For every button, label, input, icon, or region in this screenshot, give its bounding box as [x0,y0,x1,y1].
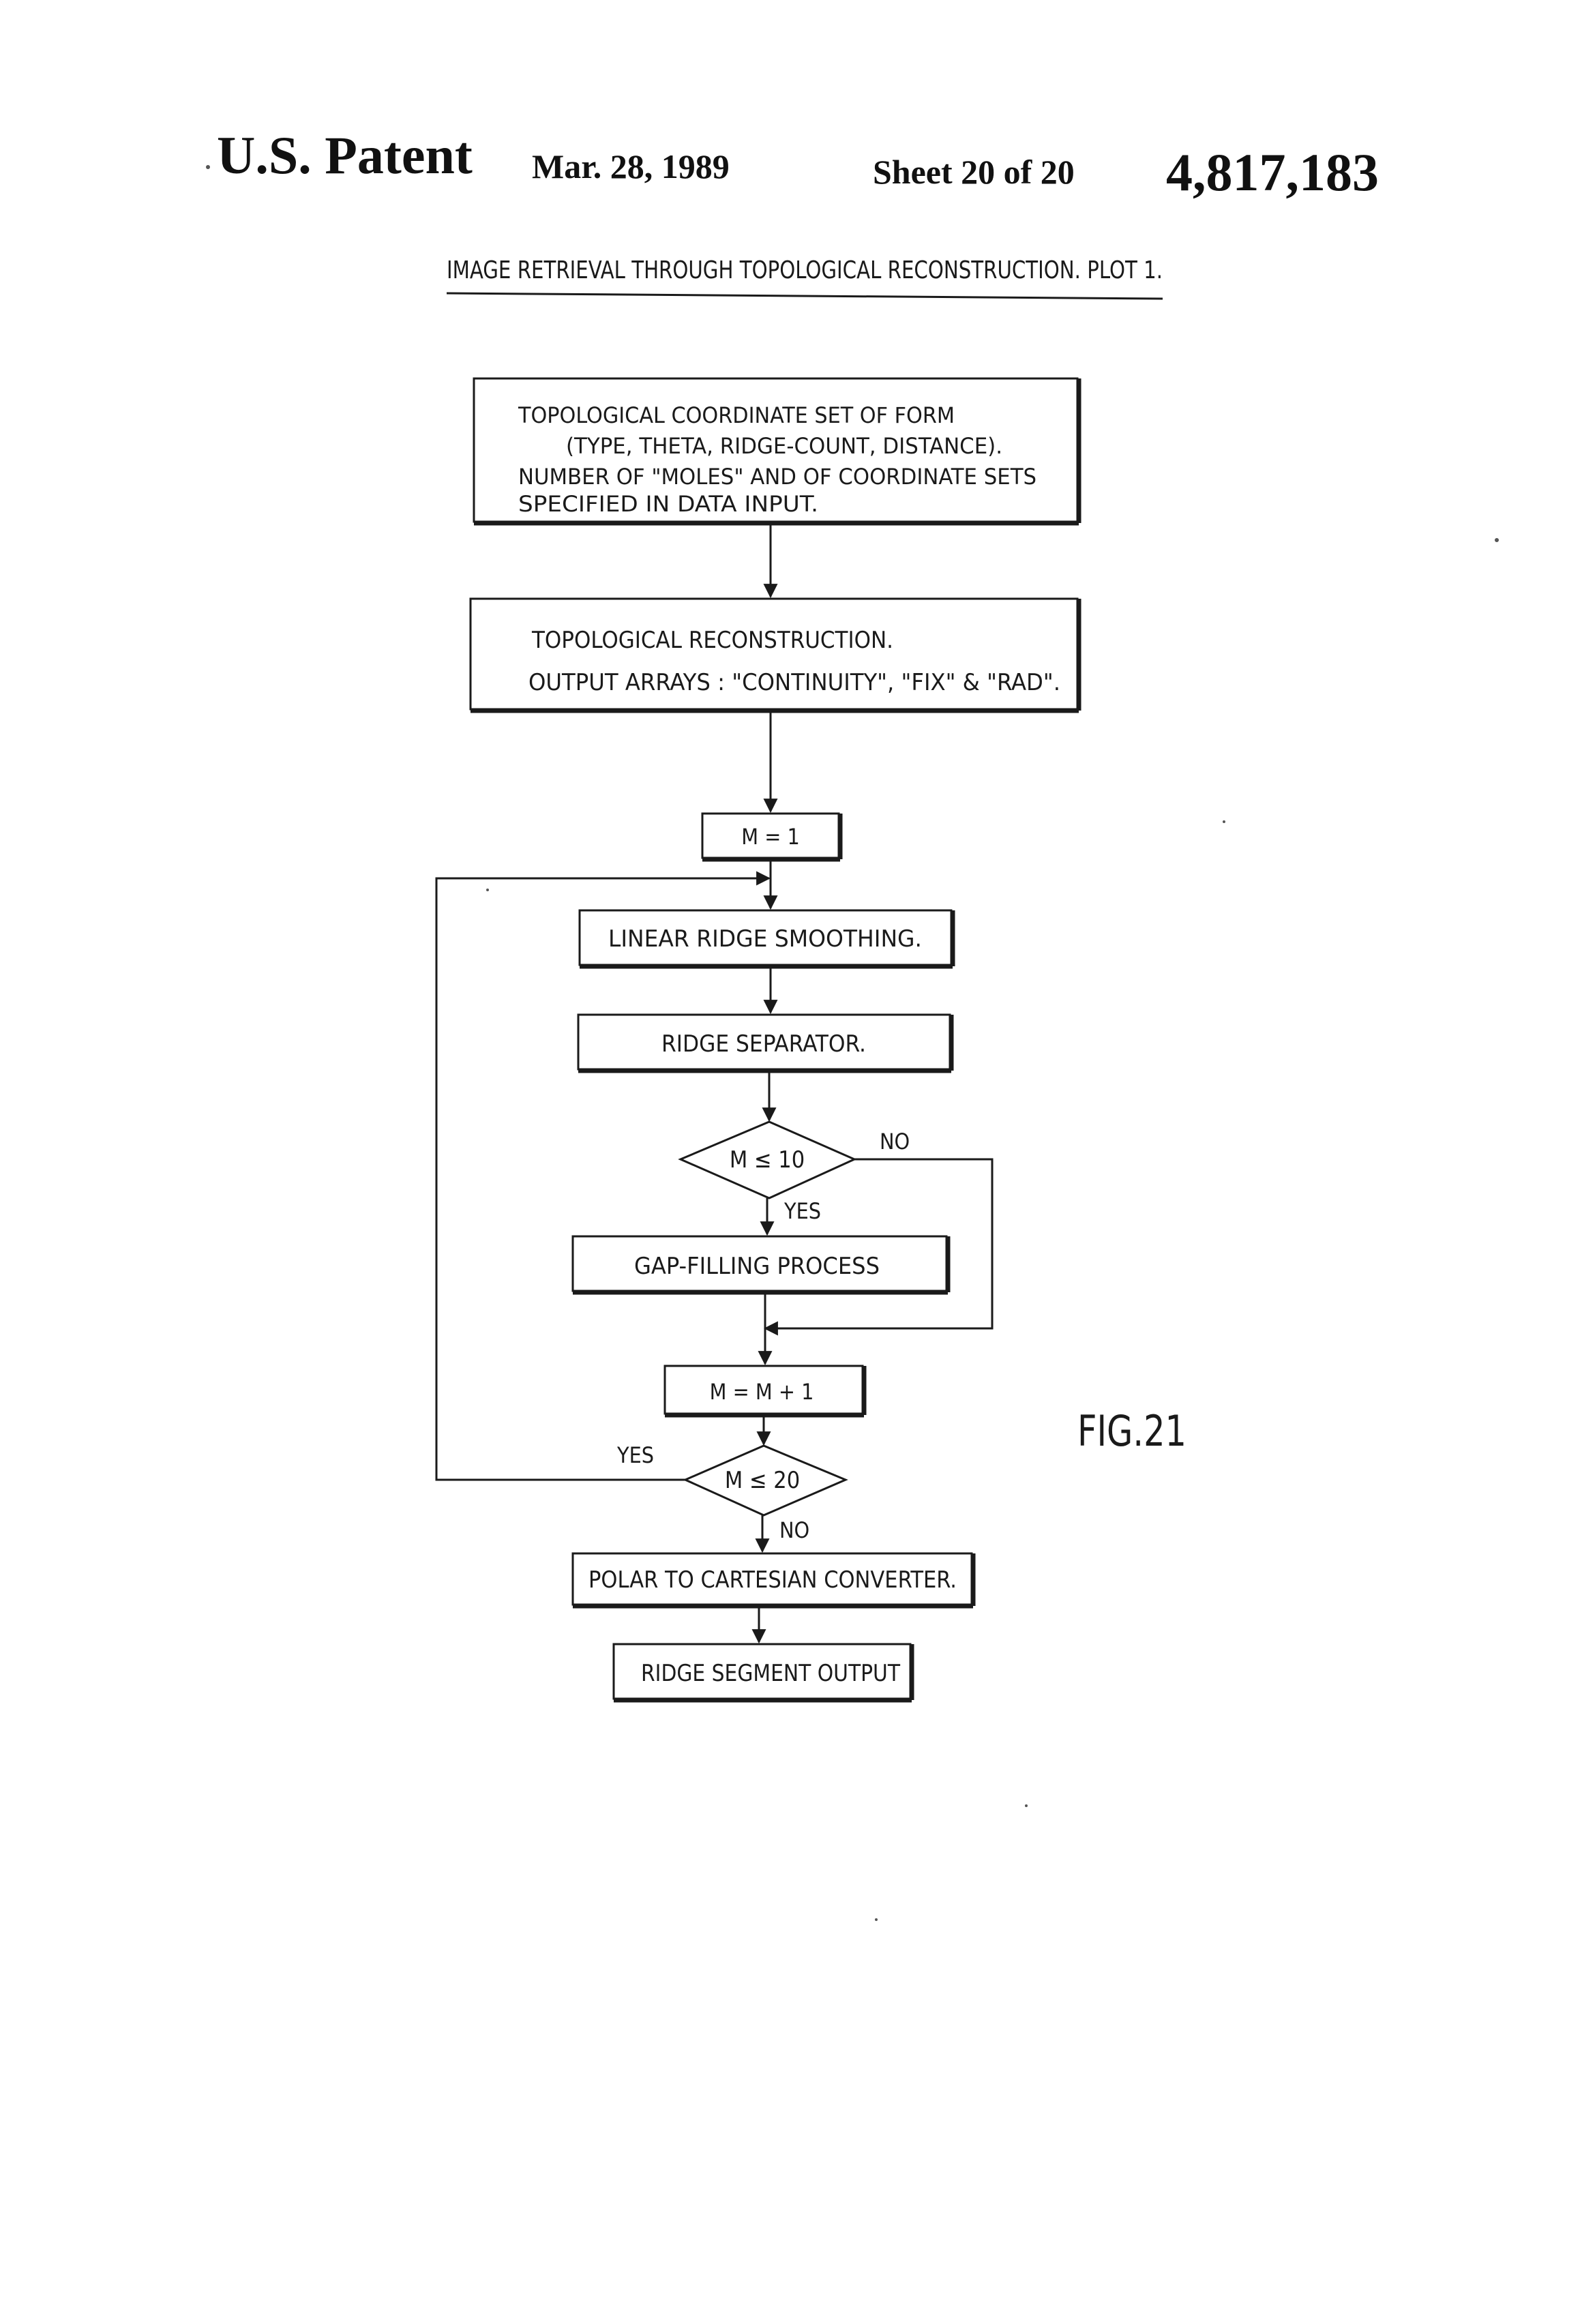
separator-box: RIDGE SEPARATOR. [578,1015,951,1071]
gap-filling-label: GAP-FILLING PROCESS [634,1253,880,1280]
reconstruction-line-1: TOPOLOGICAL RECONSTRUCTION. [531,627,893,654]
converter-box: POLAR TO CARTESIAN CONVERTER. [573,1553,973,1606]
reconstruction-box: TOPOLOGICAL RECONSTRUCTION. OUTPUT ARRAY… [471,599,1079,711]
init-box: M = 1 [702,814,840,859]
increment-label: M = M + 1 [710,1379,814,1405]
decision-1-diamond: M ≤ 10 [681,1122,854,1198]
output-box: RIDGE SEGMENT OUTPUT [614,1644,912,1700]
input-line-1: TOPOLOGICAL COORDINATE SET OF FORM [518,402,955,428]
separator-label: RIDGE SEPARATOR. [661,1030,866,1058]
decision-2-yes-label: YES [616,1442,654,1468]
decision-1-no-label: NO [880,1129,910,1154]
title-underline [447,293,1163,299]
output-label: RIDGE SEGMENT OUTPUT [641,1660,900,1687]
init-label: M = 1 [741,824,800,850]
smoothing-label: LINEAR RIDGE SMOOTHING. [608,925,922,953]
decision-1-yes-label: YES [783,1198,821,1224]
input-box: TOPOLOGICAL COORDINATE SET OF FORM (TYPE… [474,378,1079,523]
input-line-4: SPECIFIED IN DATA INPUT. [518,491,818,517]
increment-box: M = M + 1 [665,1366,864,1415]
decision-2-label: M ≤ 20 [725,1467,800,1494]
input-line-3: NUMBER OF "MOLES" AND OF COORDINATE SETS [518,464,1036,490]
decision-1-label: M ≤ 10 [730,1146,805,1174]
input-line-2: (TYPE, THETA, RIDGE-COUNT, DISTANCE). [566,433,1002,459]
decision-2-no-label: NO [779,1517,809,1543]
converter-label: POLAR TO CARTESIAN CONVERTER. [588,1566,957,1594]
diagram-title: IMAGE RETRIEVAL THROUGH TOPOLOGICAL RECO… [447,256,1163,284]
reconstruction-line-2: OUTPUT ARRAYS : "CONTINUITY", "FIX" & "R… [528,669,1060,696]
gap-filling-box: GAP-FILLING PROCESS [573,1236,948,1292]
decision-2-diamond: M ≤ 20 [685,1446,846,1515]
figure-label: FIG.21 [1077,1406,1186,1456]
smoothing-box: LINEAR RIDGE SMOOTHING. [580,910,953,966]
